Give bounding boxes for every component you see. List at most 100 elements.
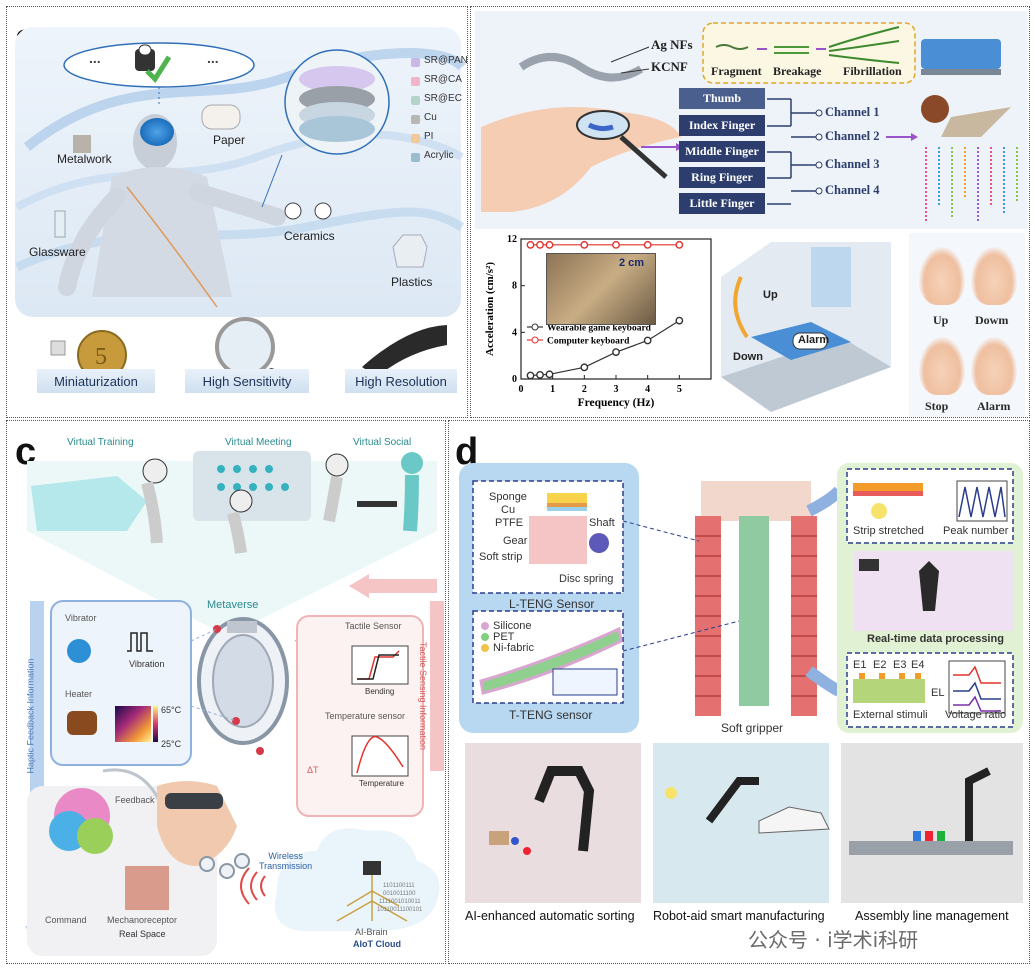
t-teng-label: T-TENG sensor [509,708,593,722]
gesture-up: Up [933,313,949,327]
x-axis-label: Frequency (Hz) [578,397,655,409]
panel-a: a [6,6,468,418]
y-tick-label: 0 [512,374,517,385]
tactile-sensor-label: Tactile Sensor [345,621,402,631]
tactile-side-label: Tactile Sensing Information [418,641,429,751]
heater-label: Heater [65,689,93,699]
legend-swatch-3 [411,115,420,124]
temperature-label: Temperature [359,779,404,788]
panel-a-illustration: 5 [15,27,466,389]
electrode-e3: E3 [893,659,907,671]
legend-swatch-4 [411,134,420,143]
data-point [545,240,554,249]
part-soft-strip: Soft strip [479,551,523,563]
chart-inset-photo [546,253,656,325]
voltage-ratio-label: Voltage ratio [945,709,1007,721]
panel-d-illustration [459,463,1023,903]
data-point [536,240,544,249]
object-ceramics: Ceramics [284,229,335,243]
bed-down-label: Down [733,351,763,363]
panel-c: c [6,420,446,964]
mechanoreceptor-label: Mechanoreceptor [107,915,178,925]
data-point [580,240,589,249]
legend-marker-0 [531,323,539,331]
y-tick-label: 8 [512,281,517,292]
process-fibrillation: Fibrillation [843,64,902,78]
electrode-e2: E2 [873,659,887,671]
feature-high-resolution: High Resolution [345,369,457,393]
process-breakage: Breakage [773,64,822,78]
data-point [526,371,535,380]
legend-item: Cu [424,112,437,123]
label-ag-nfs: Ag NFs [651,37,693,52]
temp-low-label: 25°C [161,739,182,749]
temperature-sensor-label: Temperature sensor [325,711,406,721]
legend-item: PI [424,131,434,142]
real-space-label: Real Space [119,929,166,939]
data-point [675,240,684,249]
gesture-alarm-hand [971,337,1017,395]
gesture-down-hand [971,247,1017,305]
bed-alarm-label: Alarm [798,334,830,346]
y-axis-label: Acceleration (cm/s²) [484,262,496,356]
electrode-el: EL [931,687,945,699]
legend-silicone: Silicone [493,620,532,632]
panel-d: d [448,420,1030,964]
aiot-cloud-label: AIoT Cloud [353,939,401,949]
vibration-label: Vibration [129,659,165,669]
realtime-label: Real-time data processing [867,633,1004,645]
data-point [643,336,652,345]
virtual-training: Virtual Training [67,437,134,448]
ai-brain-label: AI-Brain [355,927,388,937]
svg-text:5: 5 [95,344,107,370]
gesture-alarm: Alarm [977,399,1011,413]
electrode-e1: E1 [853,659,867,671]
feature-miniaturization: Miniaturization [37,369,155,393]
watermark: 公众号 · i学术i科研 [748,928,919,952]
feature-high-sensitivity: High Sensitivity [185,369,309,393]
x-tick-label: 3 [614,384,619,395]
legend-ni-fabric: Ni-fabric [493,642,534,654]
temp-high-label: 65°C [161,705,182,715]
legend-item: Acrylic [424,150,454,161]
binary-2: 1111001010011 [379,899,421,905]
process-fragment: Fragment [711,64,762,78]
channel-4: Channel 4 [825,183,880,197]
legend-text-0: Wearable game keyboard [547,324,652,334]
object-paper: Paper [213,133,246,147]
app-manufacturing-caption: Robot-aid smart manufacturing [653,909,825,923]
binary-0: 1101100111 [383,883,415,889]
inset-scale-label: 2 cm [619,257,645,269]
legend-swatch-1 [411,77,420,86]
y-tick-label: 4 [512,327,517,338]
strip-stretched-label: Strip stretched [853,525,924,537]
metaverse-label: Metaverse [207,599,259,611]
gesture-dowm: Dowm [975,313,1009,327]
part-cu: Cu [501,504,516,516]
legend-swatch-2 [411,96,420,105]
data-point [580,363,589,372]
dots-right: ... [207,50,219,66]
object-glassware: Glassware [29,245,86,259]
object-plastics: Plastics [391,275,433,289]
finger-index: Index Finger [679,115,765,136]
haptic-side-label: Haptic Feedback Information [25,658,36,774]
data-point [526,240,535,249]
legend-text-1: Computer keyboard [547,337,630,347]
label-kcnf: KCNF [651,59,688,74]
gesture-stop-hand [919,337,965,395]
app-sorting-caption: AI-enhanced automatic sorting [465,909,635,923]
bending-label: Bending [365,687,395,696]
x-tick-label: 0 [519,384,524,395]
delta-t-label: ΔT [307,765,319,775]
l-teng-label: L-TENG Sensor [509,597,595,611]
part-shaft: Shaft [589,517,615,529]
electrode-e4: E4 [911,659,925,671]
legend-swatch-5 [411,153,420,162]
x-tick-label: 2 [582,384,587,395]
panel-c-illustration [25,451,444,956]
object-metalwork: Metalwork [57,152,112,166]
gesture-up-hand [919,247,965,305]
command-label: Command [45,915,87,925]
channel-3: Channel 3 [825,157,880,171]
